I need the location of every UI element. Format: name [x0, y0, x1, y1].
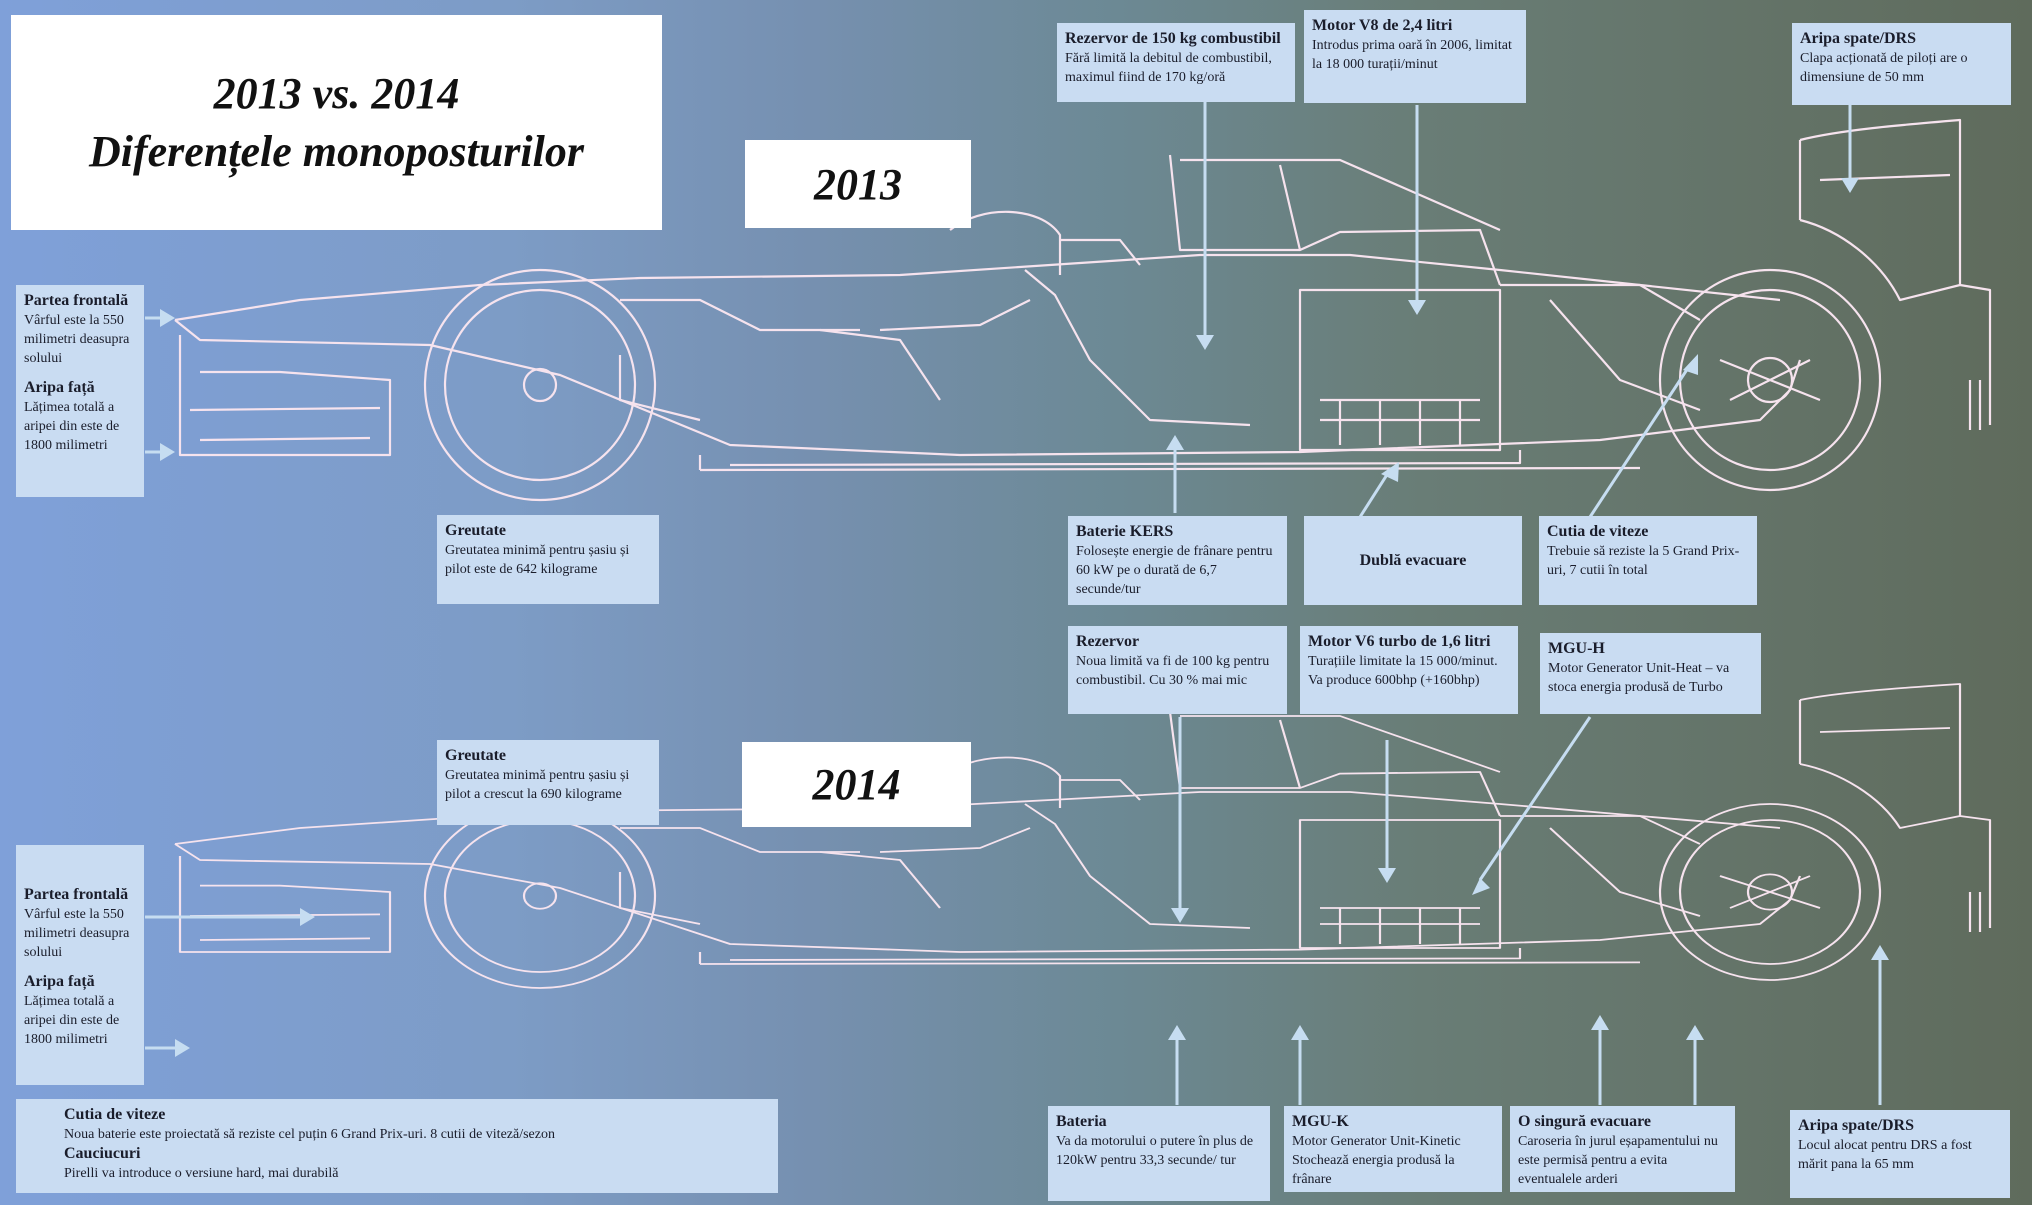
callout-2013-cutia-de-viteze: Cutia de viteze Trebuie să reziste la 5 …: [1539, 516, 1757, 605]
main-title-line2: Diferențele monoposturilor: [88, 126, 585, 176]
callout-text: Motor Generator Unit-Kinetic Stochează e…: [1292, 1134, 1461, 1187]
main-title-line1: 2013 vs. 2014: [213, 68, 460, 118]
callout-text: Caroseria în jurul eșapamentului nu este…: [1518, 1134, 1718, 1187]
callout-2013-aripa-spate: Aripa spate/DRS Clapa acționată de piloț…: [1792, 23, 2011, 105]
callout-text: Vârful este la 550 milimetri deasupra so…: [24, 313, 130, 366]
callout-2014-mgu-h: MGU-H Motor Generator Unit-Heat – va sto…: [1540, 633, 1761, 714]
callout-2013-partea-frontala: Partea frontală Vârful este la 550 milim…: [16, 285, 144, 497]
callout-heading: Aripa spate/DRS: [1800, 30, 1917, 47]
callout-heading: Greutate: [445, 522, 507, 539]
callout-heading: MGU-K: [1292, 1113, 1349, 1130]
callout-heading: Dublă evacuare: [1359, 552, 1467, 569]
callout-text: Clapa acționată de piloți are o dimensiu…: [1800, 51, 1968, 85]
callout-text: Locul alocat pentru DRS a fost mărit pan…: [1798, 1138, 1972, 1172]
callout-heading: Cauciucuri: [64, 1145, 141, 1162]
callout-2014-evacuare: O singură evacuare Caroseria în jurul eș…: [1510, 1106, 1735, 1192]
main-title: 2013 vs. 2014 Diferențele monoposturilor: [11, 15, 662, 230]
callout-text: Noua baterie este proiectată să reziste …: [64, 1127, 555, 1142]
callout-heading: Motor V6 turbo de 1,6 litri: [1308, 633, 1491, 650]
callout-text: Fără limită la debitul de combustibil, m…: [1065, 51, 1272, 85]
callout-heading: Rezervor: [1076, 633, 1140, 650]
callout-text: Lățimea totală a aripei din este de 1800…: [24, 994, 120, 1047]
callout-heading: Rezervor de 150 kg combustibil: [1065, 30, 1281, 47]
callout-text: Va da motorului o putere în plus de 120k…: [1056, 1134, 1254, 1168]
callout-2014-mgu-k: MGU-K Motor Generator Unit-Kinetic Stoch…: [1284, 1106, 1502, 1192]
callout-text: Pirelli va introduce o versiune hard, ma…: [64, 1166, 339, 1181]
callout-2013-dubla-evacuare: Dublă evacuare: [1304, 516, 1522, 605]
callout-heading: Cutia de viteze: [1547, 523, 1649, 540]
callout-text: Introdus prima oară în 2006, limitat la …: [1312, 38, 1512, 72]
callout-heading: O singură evacuare: [1518, 1113, 1652, 1130]
callout-2013-rezervor: Rezervor de 150 kg combustibil Fără limi…: [1057, 23, 1295, 102]
callout-2014-motor: Motor V6 turbo de 1,6 litri Turațiile li…: [1300, 626, 1518, 714]
callout-heading: Cutia de viteze: [64, 1106, 166, 1123]
callout-text: Motor Generator Unit-Heat – va stoca ene…: [1548, 661, 1730, 695]
callout-2014-greutate: Greutate Greutatea minimă pentru șasiu ș…: [437, 740, 659, 825]
callout-heading: Bateria: [1056, 1113, 1107, 1130]
callout-heading: MGU-H: [1548, 640, 1605, 657]
callout-text: Noua limită va fi de 100 kg pentru combu…: [1076, 654, 1270, 688]
callout-2014-cutia-cauciucuri: Cutia de viteze Noua baterie este proiec…: [16, 1099, 778, 1193]
callout-heading: Aripa față: [24, 379, 95, 396]
callout-2013-motor: Motor V8 de 2,4 litri Introdus prima oar…: [1304, 10, 1526, 103]
callout-heading: Aripa față: [24, 973, 95, 990]
callout-2014-aripa-spate: Aripa spate/DRS Locul alocat pentru DRS …: [1790, 1110, 2010, 1198]
callout-2014-partea-frontala: Partea frontală Vârful este la 550 milim…: [16, 845, 144, 1085]
callout-text: Greutatea minimă pentru șasiu și pilot e…: [445, 543, 630, 577]
callout-text: Lățimea totală a aripei din este de 1800…: [24, 400, 120, 453]
callout-heading: Motor V8 de 2,4 litri: [1312, 17, 1453, 34]
callout-text: Vârful este la 550 milimetri deasupra so…: [24, 907, 130, 960]
callout-text: Greutatea minimă pentru șasiu și pilot a…: [445, 768, 630, 802]
callout-2013-baterie-kers: Baterie KERS Folosește energie de frânar…: [1068, 516, 1287, 605]
callout-heading: Aripa spate/DRS: [1798, 1117, 1915, 1134]
callout-2014-rezervor: Rezervor Noua limită va fi de 100 kg pen…: [1068, 626, 1287, 714]
callout-text: Trebuie să reziste la 5 Grand Prix-uri, …: [1547, 544, 1740, 578]
year-label-2013: 2013: [745, 140, 971, 228]
callout-heading: Partea frontală: [24, 292, 129, 309]
callout-text: Folosește energie de frânare pentru 60 k…: [1076, 544, 1273, 597]
callout-heading: Greutate: [445, 747, 507, 764]
callout-heading: Baterie KERS: [1076, 523, 1174, 540]
callout-text: Turațiile limitate la 15 000/minut. Va p…: [1308, 654, 1498, 688]
year-label-2014: 2014: [742, 742, 971, 827]
callout-2013-greutate: Greutate Greutatea minimă pentru șasiu ș…: [437, 515, 659, 604]
callout-heading: Partea frontală: [24, 886, 129, 903]
callout-2014-bateria: Bateria Va da motorului o putere în plus…: [1048, 1106, 1270, 1201]
